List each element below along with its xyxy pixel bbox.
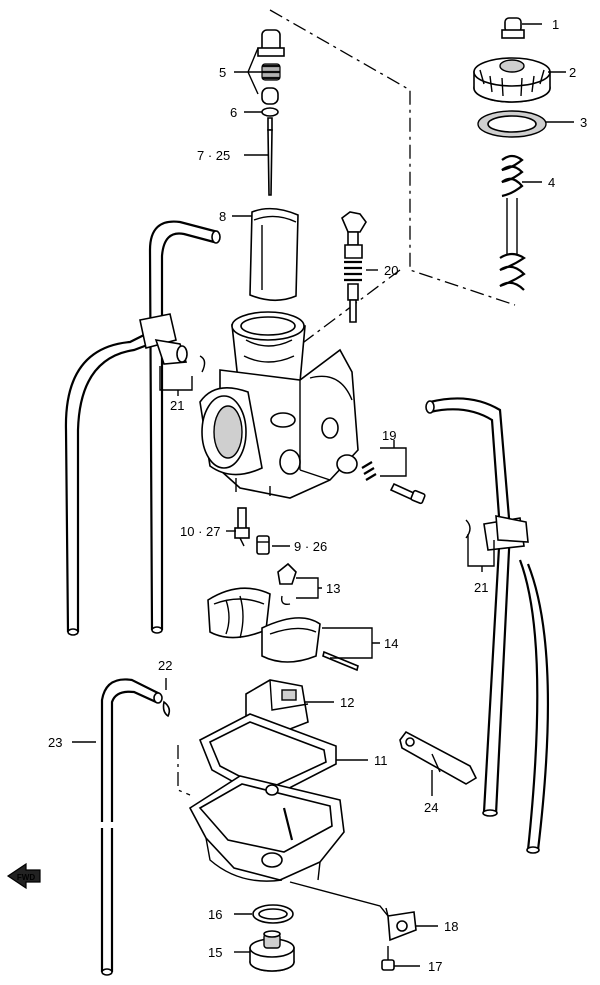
float-chamber xyxy=(188,775,345,882)
callout-1: 1 xyxy=(552,17,559,32)
callout-24: 24 xyxy=(424,800,438,815)
main-jet xyxy=(256,535,270,555)
callout-9-26: 9 · 26 xyxy=(294,539,327,554)
drain-plug xyxy=(249,930,295,972)
throttle-valve xyxy=(249,207,299,302)
callout-14: 14 xyxy=(384,636,398,651)
callout-20: 20 xyxy=(384,263,398,278)
vent-hose-left xyxy=(64,220,221,636)
callout-3: 3 xyxy=(580,115,587,130)
callout-18: 18 xyxy=(444,919,458,934)
callout-10-27: 10 · 27 xyxy=(180,524,220,539)
assembly-dash-line-lower xyxy=(177,745,191,796)
needle-valve xyxy=(277,562,297,606)
top-cap xyxy=(473,57,551,103)
callout-21-left: 21 xyxy=(170,398,184,413)
vent-hose-right xyxy=(425,397,549,854)
e-ring xyxy=(261,107,279,117)
callout-17: 17 xyxy=(428,959,442,974)
carburetor-body xyxy=(199,311,359,499)
float-left xyxy=(207,587,271,639)
forward-direction-marker: FWD xyxy=(6,862,41,890)
leader-lines xyxy=(72,23,574,967)
drain-bracket xyxy=(385,907,417,942)
callout-15: 15 xyxy=(208,945,222,960)
drain-plug-o-ring xyxy=(252,904,294,924)
callout-6: 6 xyxy=(230,105,237,120)
air-screw xyxy=(361,461,426,505)
callout-21-right: 21 xyxy=(474,580,488,595)
drain-screw xyxy=(381,946,395,971)
callout-7-25: 7 · 25 xyxy=(197,148,230,163)
pilot-jet xyxy=(234,507,250,547)
callout-2: 2 xyxy=(569,65,576,80)
callout-22: 22 xyxy=(158,658,172,673)
callout-4: 4 xyxy=(548,175,555,190)
cap-gasket-ring xyxy=(477,110,547,138)
throttle-valve-spring xyxy=(499,154,526,291)
assembly-dash-line xyxy=(269,9,516,346)
jet-needle xyxy=(267,117,273,196)
callout-16: 16 xyxy=(208,907,222,922)
callout-labels: 1 2 3 4 5 6 7 · 25 8 9 · 26 10 · 27 11 1… xyxy=(48,17,587,974)
float-chamber-gasket xyxy=(198,713,337,801)
cable-adjuster-cap xyxy=(501,17,525,39)
starter-plunger xyxy=(341,211,367,323)
cable-bracket xyxy=(399,730,478,785)
callout-8: 8 xyxy=(219,209,226,224)
callout-12: 12 xyxy=(340,695,354,710)
callout-11: 11 xyxy=(374,753,388,768)
callout-13: 13 xyxy=(326,581,340,596)
fwd-text: FWD xyxy=(17,873,35,882)
callout-19: 19 xyxy=(382,428,396,443)
overflow-hose xyxy=(100,678,171,976)
callout-5: 5 xyxy=(219,65,226,80)
needle-clip-parts xyxy=(257,29,285,105)
float-right xyxy=(261,617,359,672)
callout-23: 23 xyxy=(48,735,62,750)
